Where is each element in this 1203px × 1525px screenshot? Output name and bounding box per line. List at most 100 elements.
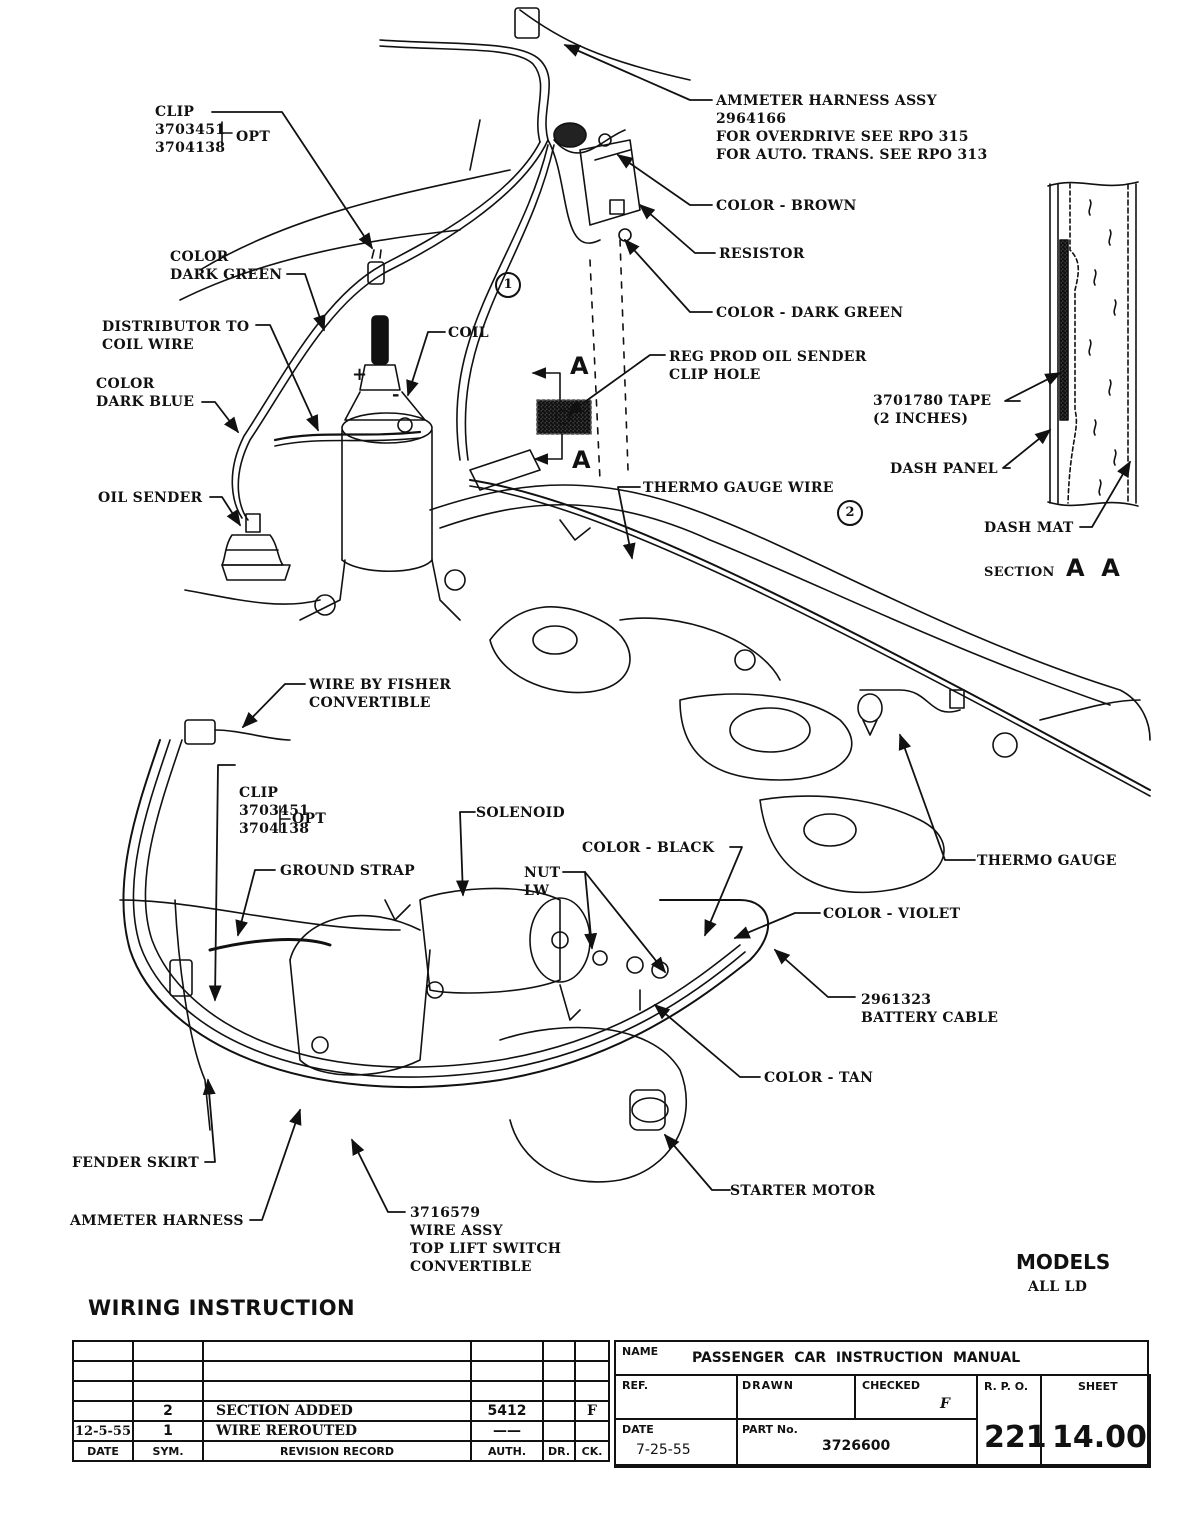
sheet-label: SHEET [1078, 1380, 1118, 1393]
ammeter-harness-assy-part: 2964166 [716, 111, 787, 127]
wire-assy-name: WIRE ASSY [410, 1223, 503, 1239]
section-aa-letters: A A [1066, 554, 1120, 582]
date-value: 7-25-55 [636, 1442, 691, 1458]
date-label: DATE [622, 1423, 654, 1436]
drawn-cell: DRAWN [736, 1374, 856, 1420]
ref-label: REF. [622, 1379, 649, 1392]
tape-label: 3701780 TAPE (2 INCHES) [873, 392, 991, 428]
name-value: PASSENGER CAR INSTRUCTION MANUAL [692, 1350, 1021, 1366]
thermo-gauge-wire-illustration [469, 479, 1151, 797]
rpo-value: 221 [984, 1420, 1047, 1455]
revision-row [71, 1340, 611, 1362]
header-revision-record: REVISION RECORD [202, 1440, 473, 1462]
color-dark-green-right-label: COLOR - DARK GREEN [716, 305, 904, 321]
color-dark-blue-label: COLOR DARK BLUE [96, 375, 194, 411]
models-heading: MODELS [1016, 1250, 1111, 1274]
oil-sender-illustration [221, 513, 291, 581]
ammeter-harness-assy-overdrive: FOR OVERDRIVE SEE RPO 315 [716, 129, 969, 145]
rpo-cell: R. P. O. 221 [976, 1374, 1047, 1468]
ref-cell: REF. [614, 1374, 738, 1420]
coil-plus-terminal: + [352, 364, 368, 385]
clip-upper-part2: 3704138 [155, 140, 226, 156]
sheet-value: 14.00 [1052, 1420, 1147, 1455]
name-label: NAME [622, 1345, 659, 1358]
oil-sender-label: OIL SENDER [98, 490, 203, 506]
leader-lines [201, 44, 1131, 1221]
battery-cable-part: 2961323 [861, 992, 932, 1008]
clip-upper-part1: 3703451 [155, 122, 226, 138]
tape-length: (2 INCHES) [873, 411, 969, 427]
ground-strap-label: GROUND STRAP [280, 863, 415, 879]
header-dr: DR. [542, 1440, 577, 1462]
ammeter-harness-wire-top [231, 7, 626, 521]
section-marker-a-bottom: A [572, 446, 591, 474]
color-dark-green-left-label: COLOR DARK GREEN [170, 248, 282, 284]
part-label: PART No. [742, 1423, 798, 1436]
dash-mat-label: DASH MAT [984, 520, 1074, 536]
nut-lw-label: NUT LW [524, 864, 560, 900]
section-marker-a-top: A [570, 352, 589, 380]
checked-cell: CHECKED F [854, 1374, 978, 1420]
coil-label: COIL [448, 325, 489, 341]
section-aa-detail [1047, 181, 1139, 507]
reg-prod-label: REG PROD OIL SENDER CLIP HOLE [669, 348, 867, 384]
wire-by-fisher-label: WIRE BY FISHER CONVERTIBLE [309, 676, 451, 712]
color-dark-green-left-line2: DARK GREEN [170, 267, 283, 283]
tape-part: 3701780 TAPE [873, 393, 992, 409]
checked-label: CHECKED [862, 1379, 921, 1392]
clip-upper-illustration [367, 249, 385, 285]
header-date: DATE [71, 1440, 135, 1462]
models-value: ALL LD [1028, 1279, 1088, 1295]
clip-lower-part2: 3704138 [239, 821, 310, 837]
wire-assy-label: 3716579 WIRE ASSY TOP LIFT SWITCH CONVER… [410, 1204, 561, 1276]
battery-cable-label: 2961323 BATTERY CABLE [861, 991, 998, 1027]
distributor-wire-label: DISTRIBUTOR TO COIL WIRE [102, 318, 249, 354]
resistor-label: RESISTOR [719, 246, 805, 262]
color-brown-label: COLOR - BROWN [716, 198, 857, 214]
wire-assy-function: TOP LIFT SWITCH [410, 1241, 562, 1257]
part-cell: PART No. 3726600 [736, 1418, 978, 1468]
callout-1: 1 [495, 272, 521, 298]
color-tan-label: COLOR - TAN [764, 1070, 874, 1086]
lower-harness-illustration [119, 719, 769, 1131]
fender-skirt-label: FENDER SKIRT [72, 1155, 199, 1171]
reg-prod-line2: CLIP HOLE [669, 367, 761, 383]
clip-upper-opt: OPT [236, 129, 271, 145]
solenoid-label: SOLENOID [476, 805, 565, 821]
distributor-wire-line2: COIL WIRE [102, 337, 194, 353]
revision-row [71, 1380, 611, 1402]
revision-row [71, 1360, 611, 1382]
clip-lower-label: CLIP 3703451 3704138 [239, 784, 309, 838]
coil-illustration [273, 315, 461, 621]
battery-cable-name: BATTERY CABLE [861, 1010, 999, 1026]
drawn-label: DRAWN [742, 1379, 794, 1392]
header-sym: SYM. [132, 1440, 205, 1462]
color-black-label: COLOR - BLACK [582, 840, 715, 856]
dash-panel-label: DASH PANEL [890, 461, 998, 477]
clip-lower-opt: OPT [292, 811, 327, 827]
color-dark-blue-line1: COLOR [96, 376, 155, 392]
lockwasher-label: LW [524, 883, 550, 899]
opt-brackets [221, 121, 291, 833]
header-auth: AUTH. [470, 1440, 545, 1462]
sheet-cell: SHEET 14.00 [1040, 1374, 1151, 1468]
wire-by-fisher-line1: WIRE BY FISHER [309, 677, 452, 693]
reg-prod-line1: REG PROD OIL SENDER [669, 349, 867, 365]
distributor-wire-line1: DISTRIBUTOR TO [102, 319, 250, 335]
wire-assy-application: CONVERTIBLE [410, 1259, 532, 1275]
color-dark-green-left-line1: COLOR [170, 249, 229, 265]
starter-motor-illustration [289, 887, 688, 1183]
section-aa-word: SECTION [984, 565, 1055, 580]
thermo-gauge-wire-label: THERMO GAUGE WIRE [643, 480, 834, 496]
callout-2: 2 [837, 500, 863, 526]
date-cell: DATE 7-25-55 [614, 1418, 738, 1468]
nut-label: NUT [524, 865, 561, 881]
ammeter-harness-assy-line1: AMMETER HARNESS ASSY [716, 93, 937, 109]
clip-lower-part1: 3703451 [239, 803, 310, 819]
clip-upper-name: CLIP [155, 104, 195, 120]
header-ck: CK. [574, 1440, 611, 1462]
engine-manifold-illustration [184, 449, 1151, 894]
